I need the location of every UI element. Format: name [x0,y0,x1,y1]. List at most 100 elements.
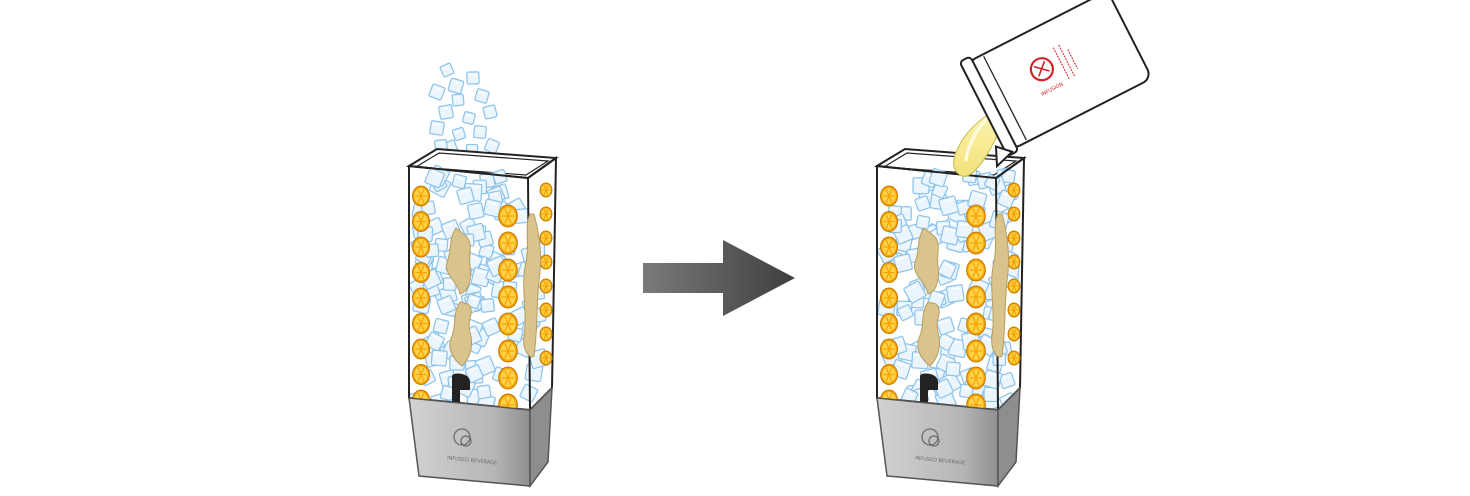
ice-cube-icon [467,202,485,220]
orange-slice-icon [539,254,553,270]
ice-cube-icon [466,222,487,243]
ginger-root-icon [449,301,473,367]
orange-slice-icon [966,312,986,336]
ice-cube-icon [937,259,957,280]
orange-slice-icon [966,366,986,390]
orange-slice-icon [412,364,430,385]
orange-slice-icon [1007,206,1021,222]
base-label: INFUSED BEVERAGE [915,455,966,466]
ginger-root-icon [917,301,941,367]
orange-slice-icon [880,185,898,207]
ice-cube-icon [473,125,487,139]
orange-slice-icon [966,231,986,255]
orange-slice-icon [966,204,986,228]
ice-cube-icon [959,383,974,399]
orange-slice-icon [539,326,553,342]
dispenser-base: INFUSED BEVERAGE [876,386,1021,489]
ice-cube-icon [451,93,465,107]
pitcher-icon: INFUSION [959,0,1150,169]
ginger-root-icon [445,227,471,295]
orange-slice-icon [966,258,986,282]
ice-cube-icon [939,225,961,246]
dispenser-right: INFUSED BEVERAGE [873,147,1027,489]
orange-slice-icon [966,285,986,309]
ice-cube-icon [915,214,931,230]
orange-slice-icon [880,262,898,283]
orange-slice-icon [412,185,430,207]
ice-cube-icon [938,195,959,217]
ice-cube-icon [480,298,495,313]
base-front [408,397,531,487]
orange-slice-icon [412,287,430,309]
ice-cube-icon [945,284,965,303]
ice-cube-icon [482,104,498,120]
ice-cube-icon [451,173,468,190]
ice-cube-icon [462,111,476,125]
ice-cube-icon [439,384,457,402]
dispenser-base: INFUSED BEVERAGE [408,386,553,489]
ice-cube-icon [955,219,975,240]
ice-cube-icon [466,71,480,85]
orange-slice-icon [539,278,553,294]
ice-cube-icon [429,120,445,136]
ice-cube-icon [481,317,501,337]
orange-slice-icon [880,338,898,360]
ice-cube-icon [451,126,467,142]
orange-slice-icon [880,287,898,309]
spigot-icon [452,373,470,404]
ice-cube-icon [447,77,465,95]
orange-slice-icon [498,366,518,390]
ice-cube-icon [428,83,446,101]
orange-slice-icon [1007,278,1021,294]
base-side [529,386,553,489]
orange-slice-icon [498,258,518,282]
ice-cube-icon [998,371,1016,390]
orange-slice-icon [1007,350,1021,366]
orange-slice-icon [412,313,430,334]
ice-cube-icon [439,62,455,78]
base-side [997,386,1021,489]
orange-slice-icon [412,262,430,283]
dispenser-left: INFUSED BEVERAGE [405,147,559,489]
step-pour-liquid: INFUSED BEVERAGE INFUSION [873,0,1150,489]
ice-cube-icon [896,304,914,322]
glass-container [873,147,1027,417]
ice-cube-icon [465,293,482,310]
q-logo-icon [453,428,472,447]
orange-slice-icon [498,339,518,363]
ice-cube-icon [464,364,484,384]
ice-cube-icon [474,88,490,104]
orange-slice-icon [880,364,898,385]
arrow-right-icon [643,240,795,316]
orange-slice-icon [1007,302,1021,318]
orange-slice-icon [498,285,518,309]
ice-cube-icon [424,331,445,352]
ice-cube-icon [476,384,492,400]
orange-slices [880,182,1021,417]
orange-slice-icon [539,230,553,246]
ice-cube-icon [432,317,450,335]
orange-slice-icon [498,204,518,228]
ice-cube-icon [914,195,931,212]
orange-slice-icon [880,211,898,232]
step-add-ice: INFUSED BEVERAGE [405,62,559,489]
orange-slice-icon [1007,182,1021,198]
spigot-icon [920,373,938,404]
ice-cube-icon [483,137,501,155]
orange-slice-icon [1007,326,1021,342]
base-label: INFUSED BEVERAGE [447,455,498,466]
ginger-root-icon [913,227,939,295]
ginger-root-icon [523,213,541,358]
orange-slice-icon [1007,230,1021,246]
ice-cube-icon [424,167,446,189]
ginger-pieces [913,213,1009,367]
orange-slice-icon [412,236,430,258]
ginger-pieces [445,213,541,367]
orange-slice-icon [1007,254,1021,270]
ice-cube-icon [430,349,448,367]
orange-slice-icon [412,338,430,360]
ice-cube-icon [456,186,475,206]
ice-cube-icon [438,104,454,120]
orange-slice-icon [498,231,518,255]
